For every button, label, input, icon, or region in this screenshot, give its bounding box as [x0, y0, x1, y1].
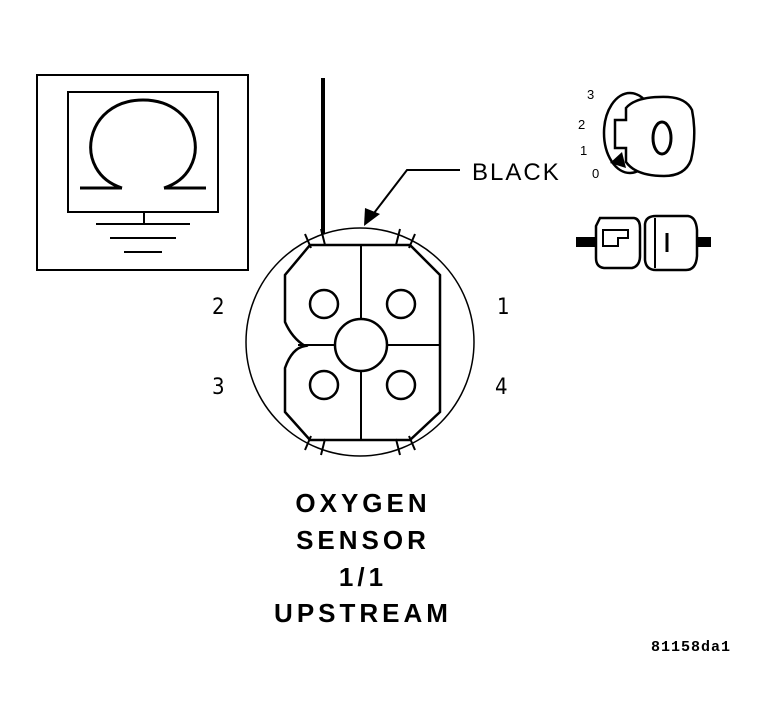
pin-label-4: 4	[495, 375, 508, 400]
cavity-dividers	[298, 245, 440, 440]
pin-label-1: 1	[497, 295, 510, 320]
ohm-icon	[80, 98, 206, 190]
connector-housing	[283, 243, 442, 442]
pin-cavity-2	[308, 288, 340, 320]
wire-color-label: BLACK	[472, 159, 561, 186]
ground-icon	[96, 212, 190, 253]
disconnected-connector-icon	[576, 214, 711, 272]
caption-line-1: OXYGEN	[295, 488, 430, 518]
key-position-2: 2	[578, 117, 585, 132]
caption-line-2: SENSOR	[296, 525, 430, 555]
figure-id: 81158da1	[651, 639, 731, 656]
center-boss	[333, 317, 389, 373]
pin-label-3: 3	[212, 375, 225, 400]
component-caption: OXYGEN SENSOR 1/1 UPSTREAM	[274, 488, 452, 628]
key-position-0: 0	[592, 166, 599, 181]
ohmmeter	[36, 74, 249, 271]
caption-line-3: 1/1	[339, 562, 387, 592]
key-position-3: 3	[587, 87, 594, 102]
pin-cavity-1	[385, 288, 417, 320]
pin-cavity-4	[385, 369, 417, 401]
wire-color-callout: BLACK	[364, 159, 561, 226]
caption-line-4: UPSTREAM	[274, 598, 452, 628]
pin-label-2: 2	[212, 295, 225, 320]
ignition-key-icon: 3 2 1 0	[578, 87, 696, 181]
key-position-1: 1	[580, 143, 587, 158]
pin-cavity-3	[308, 369, 340, 401]
sensor-connector: 2 1 3 4	[212, 227, 510, 457]
